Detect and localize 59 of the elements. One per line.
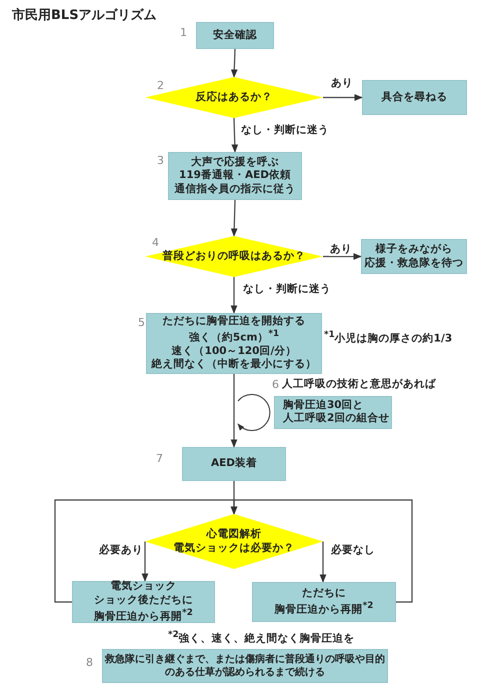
arrow [230,48,238,78]
step-number: 8 [86,656,93,669]
process-box [361,239,467,274]
edge-label: あり [329,242,353,256]
step-number: 7 [156,452,163,465]
edge-label: 必要なし [330,543,376,557]
process-box [182,447,286,481]
process-box [72,581,215,623]
node-text: ただちに胸骨圧迫を開始する [162,314,306,329]
decision-diamond [145,514,323,569]
footnote: $^{*2}$強く、速く、絶え間なく胸骨圧迫を [168,630,355,646]
arrow [142,542,148,582]
decision-diamond [145,236,323,277]
node-text: 絶え間なく（中断を最小にする） [152,358,316,372]
process-box [146,313,322,374]
decision-diamond [145,77,323,118]
arrow [231,118,238,153]
node-text: 普段どおりの呼吸はあるか？ [162,250,306,264]
node-text: 胸骨圧迫から再開$^{*2}$ [94,608,193,624]
step-number: 6 [272,378,279,391]
node-text: 電気ショックは必要か？ [174,542,294,556]
node-text: ただちに [302,587,346,601]
node-text: 様子をみながら [376,242,452,256]
node-text: 通信指令員の指示に従う [174,182,296,196]
node-text: 安全確認 [213,28,257,42]
node-text: 胸骨圧迫30回と [283,398,364,412]
process-box [252,582,396,622]
node-text: 速く（100～120回/分） [172,344,296,358]
node-text: 具合を尋ねる [382,90,448,104]
node-text: 救急隊に引き継ぐまで、または傷病者に普段通りの呼吸や目的のある仕草が認められるまで続ける [105,653,385,679]
diagram-title: 市民用BLSアルゴリズム [12,6,157,24]
step-number: 1 [180,26,187,39]
node-text: 人工呼吸2回の組合せ [283,412,390,426]
step-number: 2 [157,79,164,92]
node-text: 大声で応援を呼ぶ [191,156,279,169]
node-text: 反応はあるか？ [196,90,272,104]
arrow [323,94,363,101]
node-text: 胸骨圧迫から再開$^{*2}$ [274,600,374,617]
node-text: 電気ショック [110,580,176,594]
node-text: 119番通報・AED依頼 [179,169,291,183]
step-number: 3 [157,154,164,167]
node-text: 応援・救急隊を待つ [364,256,464,270]
step-number: 5 [138,316,145,329]
footnote: $^{*1}$小児は胸の厚さの約1/3 [324,330,452,346]
process-box [196,22,274,49]
process-box [362,80,467,115]
arrow [230,499,413,603]
node-text: 強く（約5cm）$^{*1}$ [188,328,280,345]
condition-note: 人工呼吸の技術と意思があれば [282,378,436,392]
node-text: ショック後ただちに [94,594,193,608]
node-text: 心電図解析 [206,528,262,542]
arrow [230,200,238,237]
arrow [230,374,238,448]
process-box [168,152,302,200]
node-text: AED装着 [210,457,257,471]
arrow [230,277,238,314]
arrow [323,253,362,260]
arrow [320,542,326,583]
step-number: 4 [152,236,159,249]
